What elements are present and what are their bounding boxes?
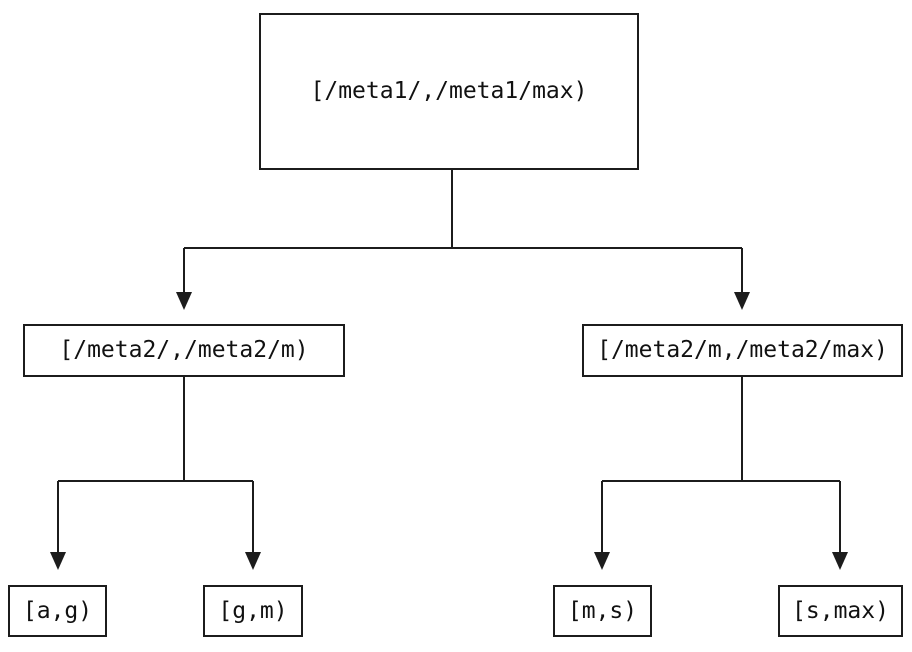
tree-leaf-ms: [m,s) bbox=[553, 585, 652, 637]
tree-node-meta2-right: [/meta2/m,/meta2/max) bbox=[582, 324, 903, 377]
arrowhead-icon bbox=[832, 552, 848, 570]
arrowhead-icon bbox=[50, 552, 66, 570]
node-label: [/meta1/,/meta1/max) bbox=[310, 78, 588, 104]
node-label: [s,max) bbox=[792, 597, 889, 624]
arrowhead-icon bbox=[734, 292, 750, 310]
node-label: [/meta2/,/meta2/m) bbox=[59, 337, 309, 363]
arrowhead-icon bbox=[594, 552, 610, 570]
node-label: [g,m) bbox=[218, 597, 288, 624]
tree-leaf-gm: [g,m) bbox=[203, 585, 303, 637]
tree-leaf-ag: [a,g) bbox=[8, 585, 107, 637]
tree-leaf-smax: [s,max) bbox=[778, 585, 903, 637]
tree-node-root: [/meta1/,/meta1/max) bbox=[259, 13, 639, 170]
node-label: [a,g) bbox=[22, 597, 93, 624]
node-label: [/meta2/m,/meta2/max) bbox=[597, 337, 888, 363]
tree-node-meta2-left: [/meta2/,/meta2/m) bbox=[23, 324, 345, 377]
arrowhead-icon bbox=[245, 552, 261, 570]
node-label: [m,s) bbox=[567, 597, 638, 624]
arrowhead-icon bbox=[176, 292, 192, 310]
